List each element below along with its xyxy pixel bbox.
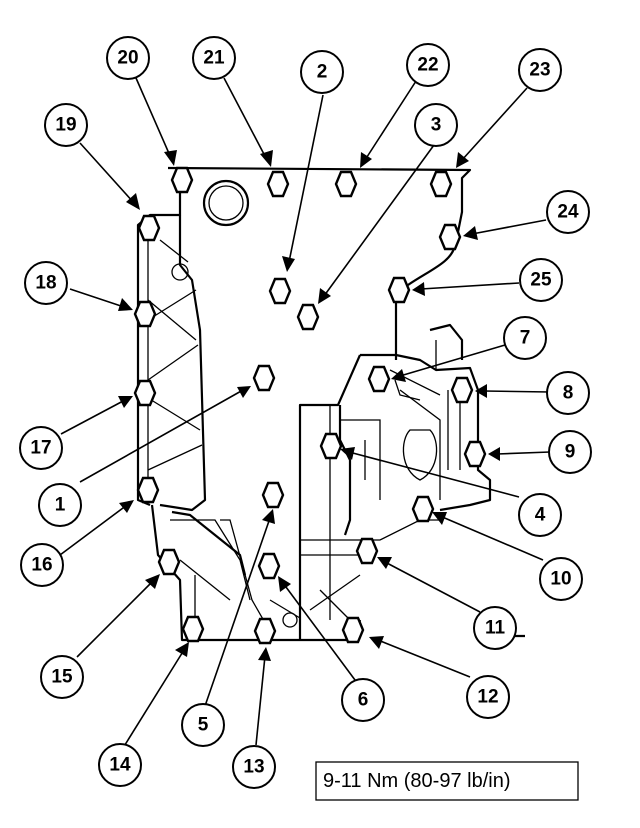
callout-label-2: 2 xyxy=(317,62,328,83)
callout-11: 11 xyxy=(473,606,517,650)
callout-label-8: 8 xyxy=(563,383,574,404)
callout-6: 6 xyxy=(341,678,385,722)
callout-label-1: 1 xyxy=(55,495,66,516)
bolt-3 xyxy=(296,303,320,331)
callout-7: 7 xyxy=(503,316,547,360)
callout-label-19: 19 xyxy=(55,115,76,136)
bolt-18 xyxy=(133,300,157,328)
callout-23: 23 xyxy=(518,48,562,92)
bolt-20 xyxy=(170,166,194,194)
bolt-21 xyxy=(266,170,290,198)
bolt-13 xyxy=(253,617,277,645)
callout-label-6: 6 xyxy=(358,690,369,711)
callout-label-25: 25 xyxy=(530,270,552,291)
callout-1: 1 xyxy=(38,483,82,527)
callout-3: 3 xyxy=(414,103,458,147)
callout-13: 13 xyxy=(232,745,276,789)
callout-label-15: 15 xyxy=(51,667,73,688)
bolt-14 xyxy=(181,615,205,643)
bolt-15 xyxy=(157,548,181,576)
bolt-1 xyxy=(252,364,276,392)
torque-spec-text: 9-11 Nm (80-97 lb/in) xyxy=(323,770,510,792)
callout-label-11: 11 xyxy=(485,618,506,639)
bolt-19 xyxy=(137,214,161,242)
callouts: 20 21 2 22 23 19 3 24 18 25 7 8 17 9 1 4… xyxy=(19,36,592,789)
callout-label-9: 9 xyxy=(565,442,576,463)
bolt-16 xyxy=(136,476,160,504)
bolt-7 xyxy=(367,365,391,393)
callout-12: 12 xyxy=(466,675,510,719)
bolt-10 xyxy=(411,495,435,523)
callout-label-21: 21 xyxy=(203,48,225,69)
callout-label-18: 18 xyxy=(35,273,56,294)
callout-5: 5 xyxy=(181,703,225,747)
bolt-heads xyxy=(133,166,487,645)
callout-21: 21 xyxy=(192,36,236,80)
callout-label-10: 10 xyxy=(550,569,571,590)
callout-label-5: 5 xyxy=(198,715,209,736)
callout-9: 9 xyxy=(548,430,592,474)
bolt-22 xyxy=(334,170,358,198)
callout-17: 17 xyxy=(19,426,63,470)
leader-lines xyxy=(59,77,551,749)
callout-14: 14 xyxy=(98,743,142,787)
callout-8: 8 xyxy=(546,371,590,415)
bolt-24 xyxy=(438,223,462,251)
callout-label-7: 7 xyxy=(520,328,531,349)
bolt-25 xyxy=(387,276,411,304)
callout-24: 24 xyxy=(546,190,590,234)
callout-label-13: 13 xyxy=(243,757,264,778)
bolt-12 xyxy=(341,616,365,644)
callout-16: 16 xyxy=(20,543,64,587)
callout-label-16: 16 xyxy=(31,555,52,576)
callout-25: 25 xyxy=(519,258,563,302)
bolt-8 xyxy=(450,376,474,404)
callout-label-12: 12 xyxy=(477,687,498,708)
bolt-2 xyxy=(268,277,292,305)
bolt-11 xyxy=(355,537,379,565)
callout-10: 10 xyxy=(539,557,583,601)
callout-label-17: 17 xyxy=(30,438,51,459)
callout-label-22: 22 xyxy=(417,55,438,76)
callout-22: 22 xyxy=(406,43,450,87)
callout-2: 2 xyxy=(300,50,344,94)
callout-18: 18 xyxy=(24,261,68,305)
bolt-6 xyxy=(257,552,281,580)
callout-4: 4 xyxy=(518,493,562,537)
bolt-23 xyxy=(429,170,453,198)
torque-spec-box: 9-11 Nm (80-97 lb/in) xyxy=(315,761,579,801)
bolt-4 xyxy=(319,432,343,460)
valve-body-outline xyxy=(136,166,525,642)
bolt-9 xyxy=(463,440,487,468)
callout-label-24: 24 xyxy=(557,202,579,223)
callout-label-14: 14 xyxy=(109,755,131,776)
callout-19: 19 xyxy=(44,103,88,147)
bolt-17 xyxy=(133,379,157,407)
callout-label-20: 20 xyxy=(117,48,138,69)
callout-15: 15 xyxy=(40,655,84,699)
callout-label-4: 4 xyxy=(535,505,546,526)
bolt-5 xyxy=(261,481,285,509)
callout-20: 20 xyxy=(106,36,150,80)
callout-label-3: 3 xyxy=(431,115,442,136)
callout-label-23: 23 xyxy=(529,60,550,81)
